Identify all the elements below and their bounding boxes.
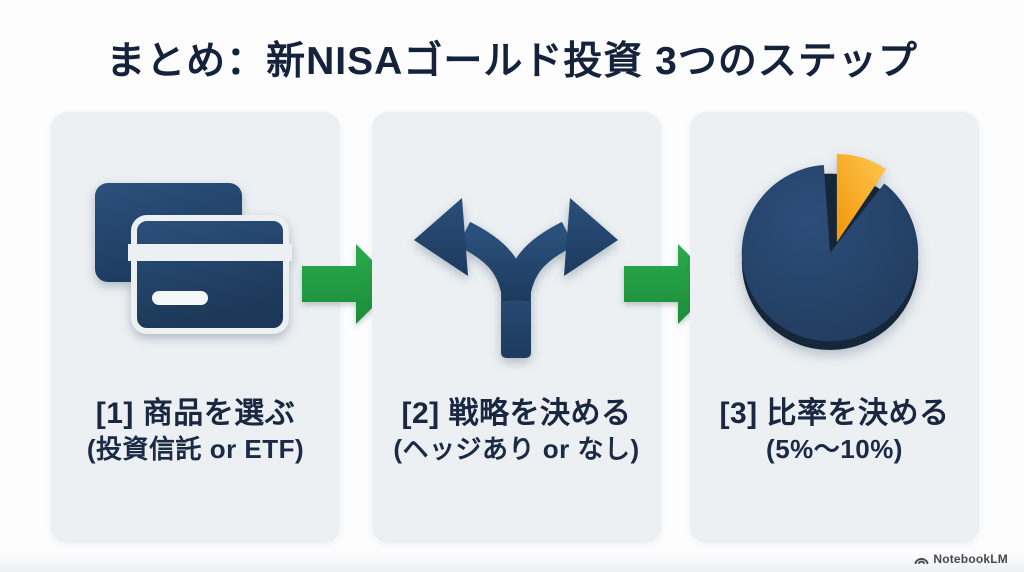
step-1-heading: [1] 商品を選ぶ [95,397,296,430]
step-3-heading: [3] 比率を決める [719,397,950,430]
bottom-band [0,552,1024,572]
step-1-subtext: (投資信託 or ETF) [86,434,305,464]
notebooklm-logo-icon [914,557,929,565]
page-title: まとめ：新NISAゴールド投資 3つのステップ [106,40,918,83]
step-2-heading: [2] 戦略を決める [401,397,632,430]
step-card-2: [2] 戦略を決める (ヘッジあり or なし) [372,112,661,543]
step-card-1: [1] 商品を選ぶ (投資信託 or ETF) [51,112,340,543]
step-card-3: [3] 比率を決める (5%〜10%) [690,112,979,543]
watermark-label: NotebookLM [933,552,1008,566]
pie-chart-icon [732,152,928,356]
step-3-subtext: (5%〜10%) [766,434,903,464]
branching-arrows-icon [404,188,629,360]
credit-cards-icon [95,180,295,348]
watermark: NotebookLM [914,551,1008,567]
step-2-subtext: (ヘッジあり or なし) [393,434,640,464]
